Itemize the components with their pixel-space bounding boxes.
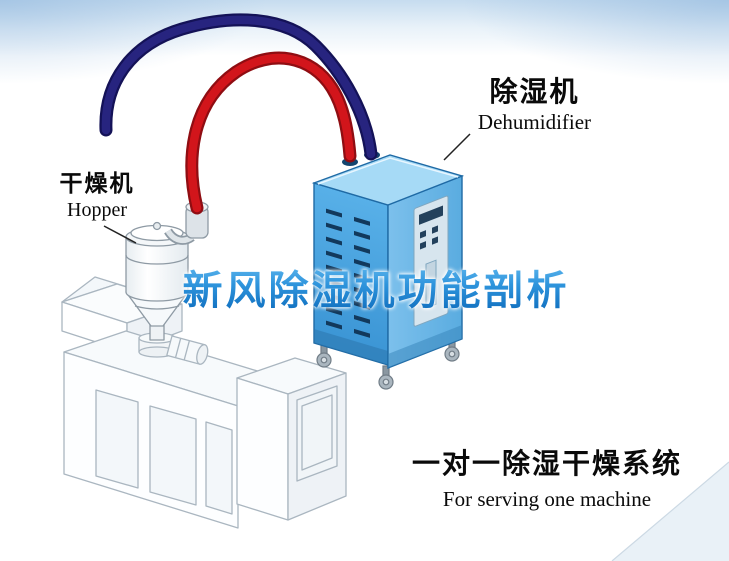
extruder-cabinet-door-inner <box>301 394 333 471</box>
dehumidifier-label-en: Dehumidifier <box>477 110 592 135</box>
extruder-cabinet-front <box>236 377 289 521</box>
bottom-caption: 一对一除湿干燥系统 For serving one machine <box>396 448 698 511</box>
pointer-line-hopper <box>103 225 137 244</box>
panel-button <box>432 236 438 245</box>
extruder-door-panel <box>149 405 197 506</box>
die-cylinder <box>166 335 209 365</box>
hopper-label-cn: 干燥机 <box>59 170 135 196</box>
hopper-label-en: Hopper <box>67 199 127 222</box>
hopper-cone-band <box>134 305 180 310</box>
pointer-line-dehumidifier <box>443 133 471 161</box>
extruder-machine <box>61 276 347 529</box>
extruder-cabinet-door <box>296 385 338 482</box>
hopper-seam <box>125 254 189 265</box>
dehumidifier-machine <box>311 151 465 390</box>
dehumidifier-front-face <box>313 182 389 366</box>
hopper-lid-knob <box>152 221 162 231</box>
panel-display <box>419 205 443 225</box>
control-panel <box>413 195 449 327</box>
page-title: 新风除湿机功能剖析 <box>158 258 594 316</box>
bottom-caption-en: For serving one machine <box>442 486 652 511</box>
bottom-caption-cn: 一对一除湿干燥系统 <box>411 448 682 479</box>
panel-button <box>420 230 426 239</box>
pipe-navy <box>99 13 378 161</box>
corner-fold <box>611 461 729 561</box>
extruder-door-panel <box>205 421 233 515</box>
panel-button <box>420 241 426 250</box>
hopper-label: 干燥机 Hopper <box>36 170 158 222</box>
panel-button <box>432 225 438 234</box>
pipe-red <box>185 51 357 215</box>
hopper-body <box>125 236 189 302</box>
dehumidifier-label: 除湿机 Dehumidifier <box>452 76 617 134</box>
dehumidifier-label-cn: 除湿机 <box>489 76 580 107</box>
vent-grille <box>326 208 370 338</box>
dehumidifier-top-highlight <box>317 157 459 185</box>
panel-slot <box>425 259 437 309</box>
dehumidifier-side-face <box>387 175 463 369</box>
extruder-door-panel <box>95 389 139 489</box>
